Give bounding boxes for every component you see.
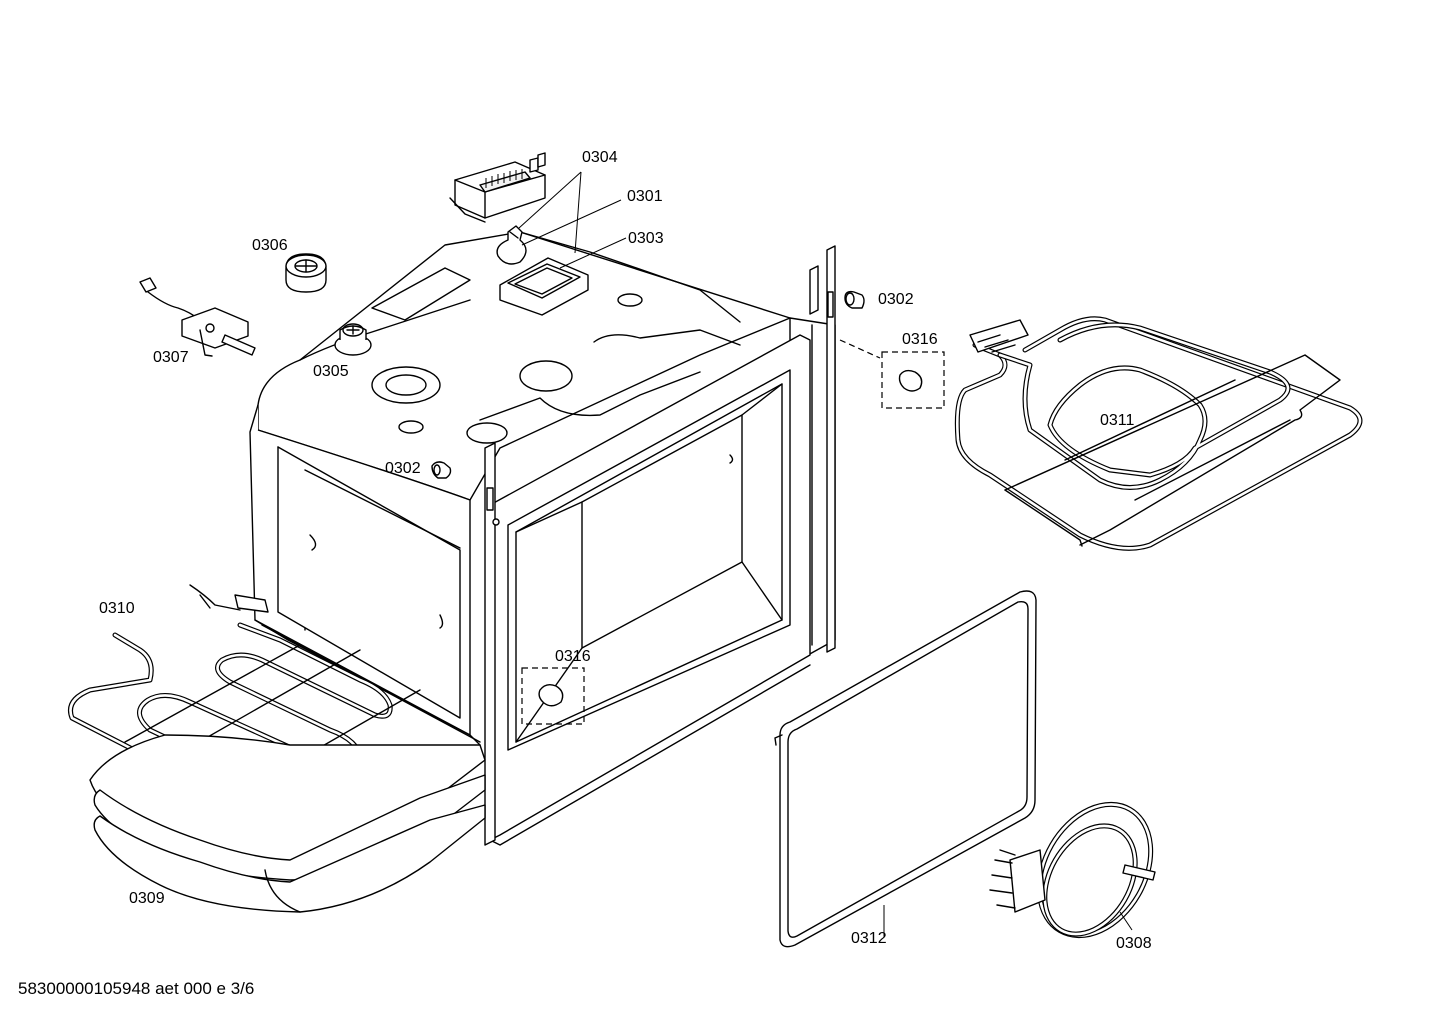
label-0302-right: 0302 (878, 291, 914, 308)
label-0302-left: 0302 (385, 460, 421, 477)
callout-box-0316-lower (521, 667, 585, 725)
label-0303: 0303 (628, 230, 664, 247)
sensor-0307 (139, 277, 256, 357)
left-mounting-rail (484, 442, 500, 846)
label-0311: 0311 (1100, 412, 1135, 429)
part-labels: 0304 0301 0303 0306 0307 0305 0302 0316 … (99, 149, 1152, 952)
document-code: 58300000105948 aet 000 e 3/6 (18, 979, 255, 998)
grill-element-0311 (954, 316, 1363, 551)
front-frame (489, 334, 811, 846)
lamp-housing-0304 (449, 152, 546, 223)
label-0308: 0308 (1116, 935, 1152, 952)
right-mounting-rail (809, 245, 836, 653)
label-0310: 0310 (99, 600, 135, 617)
lamp-0302-left (431, 461, 452, 479)
label-0316-lower: 0316 (555, 648, 591, 665)
leader-lines (518, 171, 1133, 937)
lamp-cover-0303 (499, 257, 589, 316)
label-0307: 0307 (153, 349, 189, 366)
callout-box-0316-upper (881, 351, 945, 409)
label-0301: 0301 (627, 188, 663, 205)
socket-0305 (334, 323, 372, 356)
label-0312: 0312 (851, 930, 887, 947)
oven-cavity (249, 231, 836, 746)
insulation-0309 (89, 734, 486, 913)
label-0306: 0306 (252, 237, 288, 254)
label-0316-upper: 0316 (902, 331, 938, 348)
door-seal-0312 (774, 590, 1037, 948)
lamp-0302-right (839, 290, 881, 359)
circular-heater-0308 (989, 801, 1156, 939)
lamp-bulb-0301 (496, 225, 527, 265)
label-0305: 0305 (313, 363, 349, 380)
label-0309: 0309 (129, 890, 165, 907)
label-0304: 0304 (582, 149, 618, 166)
knob-0306 (285, 253, 327, 293)
